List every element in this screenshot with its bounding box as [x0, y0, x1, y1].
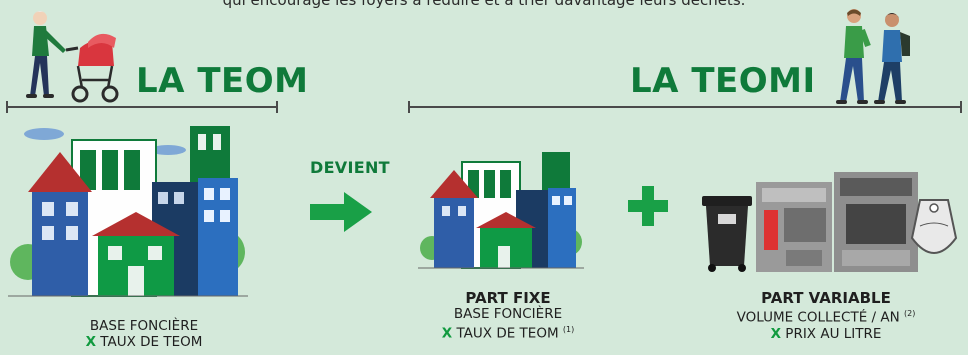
trash-bin-image — [702, 196, 752, 272]
multiply-sign: x — [85, 334, 96, 350]
teom-caption: BASE FONCIÈRE x TAUX DE TEOM — [54, 318, 234, 350]
waste-terminal-image — [756, 182, 832, 272]
part-variable-title: PART VARIABLE — [761, 289, 891, 307]
part-variable-line1-row: VOLUME COLLECTÉ / AN (2) — [706, 306, 946, 326]
part-fixe-line2-row: x TAUX DE TEOM (1) — [408, 322, 608, 342]
teom-caption-line1: BASE FONCIÈRE — [89, 318, 199, 334]
teomi-heading: LA TEOMI — [630, 61, 816, 101]
teom-heading: LA TEOM — [136, 61, 309, 101]
walking-couple-illustration — [836, 9, 910, 104]
part-variable-line1: VOLUME COLLECTÉ / AN — [736, 309, 900, 326]
part-fixe-line2: TAUX DE TEOM — [456, 325, 559, 342]
part-fixe-title: PART FIXE — [465, 289, 551, 307]
footnote-2: (2) — [904, 309, 916, 318]
part-variable-line2-row: x PRIX AU LITRE — [706, 326, 946, 342]
part-variable-caption: PART VARIABLE VOLUME COLLECTÉ / AN (2) x… — [706, 290, 946, 342]
arrow-right-icon — [310, 192, 372, 232]
intro-text: qui encourage les foyers à réduire et à … — [222, 0, 746, 9]
multiply-sign: x — [441, 325, 453, 342]
rfid-key-tag-image — [910, 199, 958, 254]
city-buildings-illustration — [8, 126, 248, 297]
teom-caption-line2: TAUX DE TEOM — [100, 334, 203, 350]
part-fixe-line1: BASE FONCIÈRE — [453, 306, 563, 322]
part-variable-line2: PRIX AU LITRE — [785, 325, 882, 342]
teomi-underline — [408, 101, 962, 113]
footnote-1: (1) — [562, 325, 575, 334]
multiply-sign: x — [770, 325, 781, 342]
teom-caption-line2-row: x TAUX DE TEOM — [54, 334, 234, 350]
grandmother-stroller-illustration — [26, 11, 119, 103]
plus-icon — [628, 186, 668, 226]
devient-label: DEVIENT — [310, 158, 390, 177]
city-buildings-small-illustration — [418, 152, 584, 269]
waste-terminal-image-2 — [834, 172, 918, 272]
part-fixe-caption: PART FIXE BASE FONCIÈRE x TAUX DE TEOM (… — [408, 290, 608, 342]
teom-underline — [6, 101, 278, 113]
